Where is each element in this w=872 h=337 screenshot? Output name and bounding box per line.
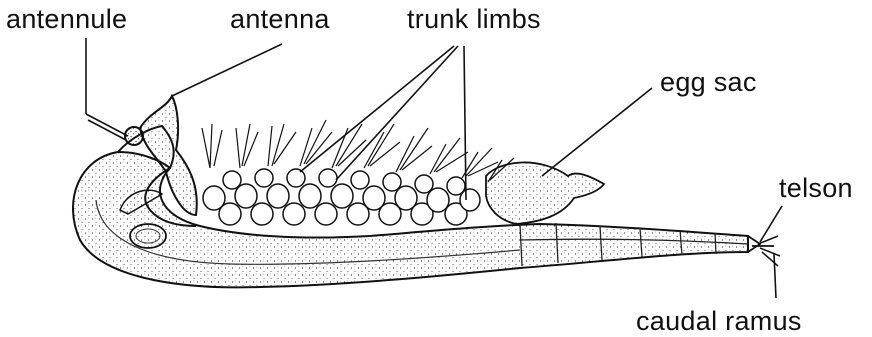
- leader-telson: [760, 206, 782, 242]
- leader-trunk-2: [336, 46, 458, 180]
- label-trunk-limbs: trunk limbs: [407, 6, 541, 33]
- leader-egg-sac: [542, 88, 652, 176]
- leader-antenna: [172, 44, 282, 96]
- label-egg-sac: egg sac: [660, 69, 757, 96]
- label-telson: telson: [779, 175, 853, 202]
- leader-caudal: [774, 254, 776, 298]
- label-antennule: antennule: [6, 6, 127, 33]
- leader-trunk-1: [300, 46, 454, 172]
- leader-trunk-3: [464, 46, 466, 200]
- egg-sac: [486, 162, 604, 224]
- antennule-appendage: [86, 114, 128, 140]
- label-caudal-ramus: caudal ramus: [636, 308, 802, 335]
- trunk-limb-lobes: [203, 169, 480, 225]
- label-antenna: antenna: [230, 6, 330, 33]
